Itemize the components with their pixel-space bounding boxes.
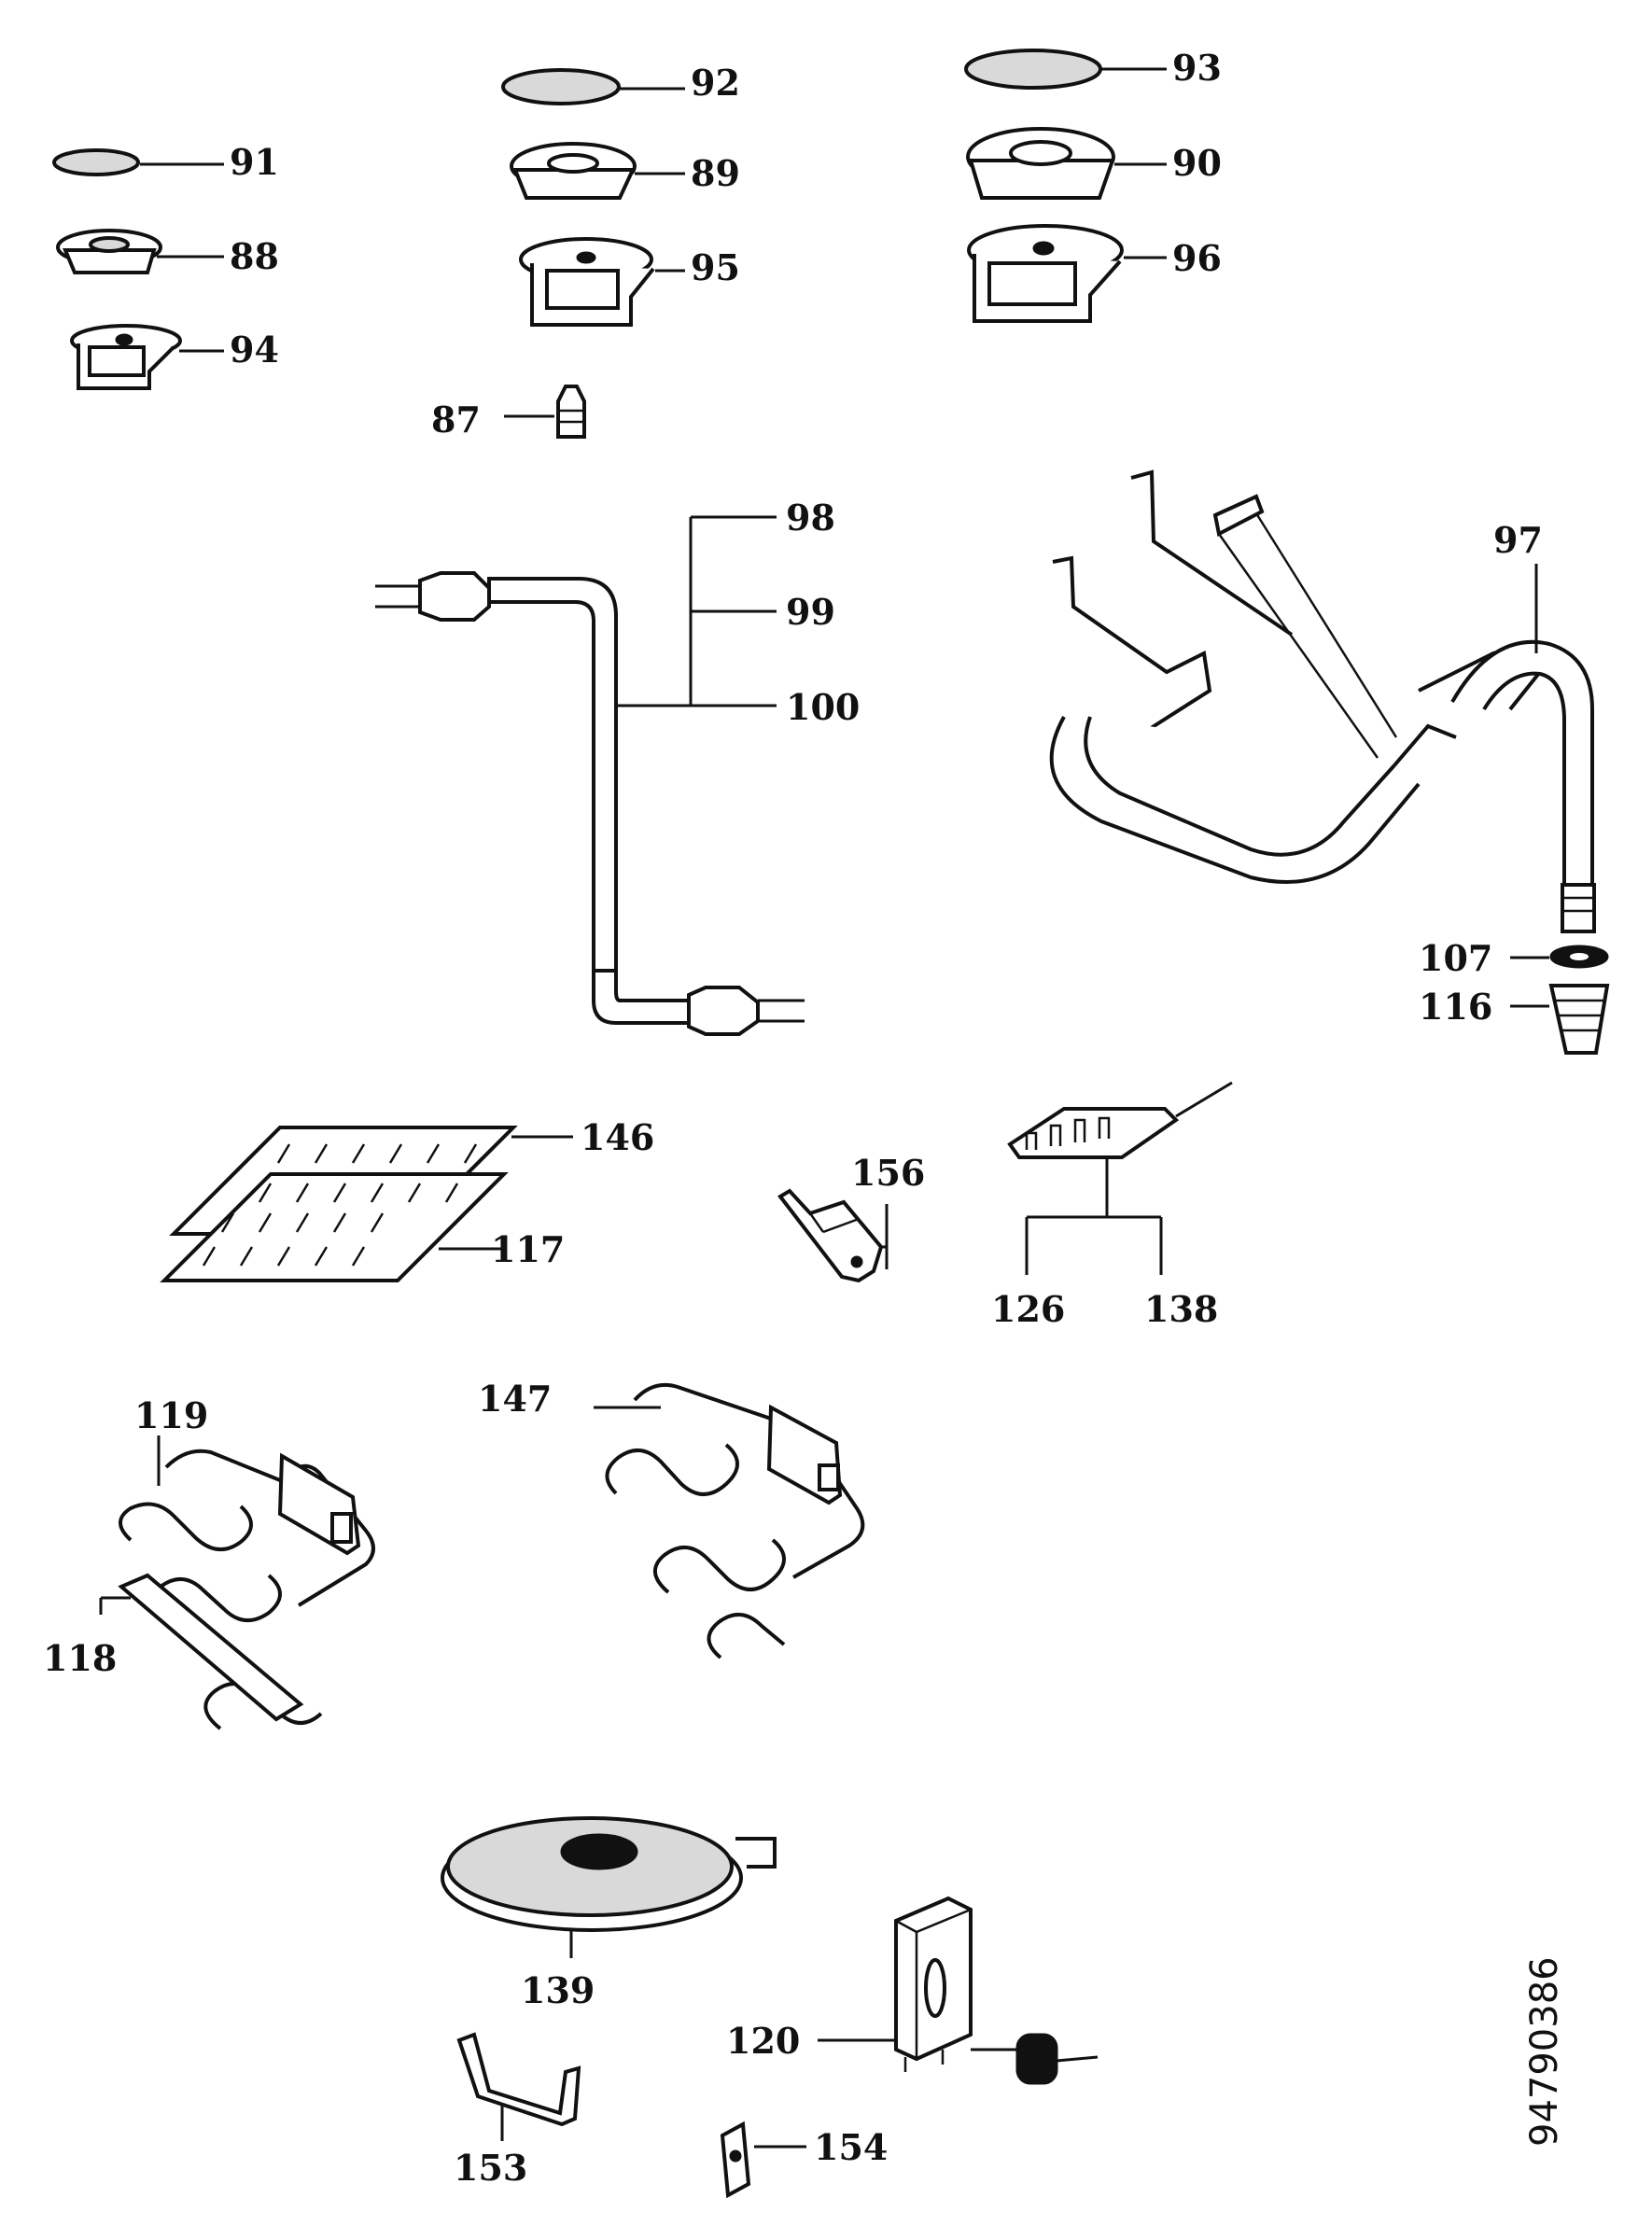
label-156: 156	[851, 1152, 925, 1194]
label-118: 118	[43, 1637, 117, 1679]
part-147-heating-element	[594, 1382, 865, 1659]
label-99: 99	[786, 591, 835, 633]
label-119: 119	[134, 1394, 208, 1436]
part-96-burner-base-large	[967, 224, 1167, 323]
part-98-99-100-gas-pipe	[375, 515, 805, 1036]
part-156-bracket	[777, 1188, 889, 1283]
label-89: 89	[691, 152, 740, 194]
part-90-burner-crown-large	[966, 127, 1167, 200]
label-98: 98	[786, 497, 835, 539]
label-100: 100	[786, 686, 860, 728]
part-126-138-terminal-block	[1007, 1081, 1233, 1275]
part-89-burner-crown-medium	[510, 142, 685, 200]
part-153-bracket	[456, 2032, 581, 2141]
part-93-burner-cap-large	[964, 49, 1167, 90]
label-87: 87	[431, 399, 481, 441]
label-116: 116	[1419, 986, 1492, 1028]
label-147: 147	[478, 1378, 552, 1420]
label-88: 88	[230, 235, 279, 277]
label-154: 154	[814, 2126, 888, 2168]
label-120: 120	[726, 2020, 800, 2062]
part-88-burner-crown-small	[56, 229, 224, 274]
part-146-117-glass-panels	[160, 1126, 573, 1282]
part-154-clip	[720, 2121, 806, 2199]
part-139-hot-plate	[441, 1816, 777, 1958]
label-117: 117	[491, 1228, 565, 1270]
label-107: 107	[1419, 937, 1492, 979]
label-146: 146	[581, 1116, 654, 1158]
label-153: 153	[454, 2147, 527, 2189]
part-120-switch	[818, 1896, 1099, 2085]
part-97-gas-manifold	[1049, 469, 1596, 933]
part-91-burner-cap-small	[52, 148, 224, 176]
label-139: 139	[521, 1969, 595, 2011]
label-138: 138	[1144, 1288, 1218, 1330]
label-94: 94	[230, 329, 279, 371]
label-96: 96	[1172, 237, 1222, 279]
label-92: 92	[691, 62, 740, 104]
label-90: 90	[1172, 142, 1222, 184]
label-93: 93	[1172, 47, 1222, 89]
part-94-burner-base-small	[70, 324, 224, 390]
part-95-burner-base-medium	[519, 237, 685, 327]
label-126: 126	[991, 1288, 1065, 1330]
part-119-118-heating-element	[99, 1435, 375, 1730]
label-97: 97	[1493, 519, 1543, 561]
part-116-nozzle	[1510, 984, 1610, 1055]
label-91: 91	[230, 141, 279, 183]
part-107-washer	[1510, 945, 1609, 969]
label-95: 95	[691, 246, 740, 288]
part-87-injector	[504, 385, 586, 439]
part-92-burner-cap-medium	[501, 68, 685, 105]
document-number: 94790386	[1523, 1956, 1566, 2147]
